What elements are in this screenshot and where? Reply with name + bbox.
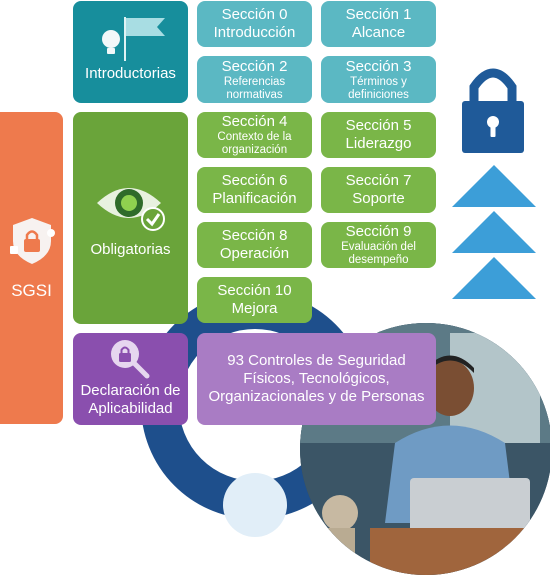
group-declaracion: Declaración de Aplicabilidad <box>73 333 188 425</box>
section-5-title: Sección 5 <box>345 117 412 134</box>
section-5-desc: Liderazgo <box>345 135 412 152</box>
section-9-desc-2: desempeño <box>348 254 409 266</box>
section-3: Sección 3 Términos y definiciones <box>321 56 436 103</box>
section-7-desc: Soporte <box>352 190 405 207</box>
section-2-desc-2: normativas <box>226 88 283 101</box>
section-4: Sección 4 Contexto de la organización <box>197 112 312 158</box>
section-6-desc: Planificación <box>212 190 297 207</box>
padlock-icon <box>462 68 524 153</box>
section-0: Sección 0 Introducción <box>197 1 312 47</box>
section-7: Sección 7 Soporte <box>321 167 436 213</box>
section-3-desc-2: definiciones <box>348 88 409 101</box>
section-1-title: Sección 1 <box>345 6 412 23</box>
magnifier-lock-icon <box>110 340 149 379</box>
section-3-desc-1: Términos y <box>350 75 407 88</box>
group-label-obligatorias: Obligatorias <box>90 241 171 258</box>
shield-lock-icon <box>9 218 55 264</box>
section-2-title: Sección 2 <box>221 57 288 75</box>
section-1-desc: Alcance <box>351 24 406 41</box>
sgsi-bar: SGSI <box>0 112 63 424</box>
group-introductorias: Introductorias <box>73 1 188 103</box>
group-label-introductorias: Introductorias <box>85 65 176 82</box>
section-8: Sección 8 Operación <box>197 222 312 268</box>
section-0-title: Sección 0 <box>221 6 288 23</box>
section-8-desc: Operación <box>219 245 290 262</box>
controls-box: 93 Controles de Seguridad Físicos, Tecno… <box>197 333 436 425</box>
section-10-title: Sección 10 <box>217 282 292 299</box>
section-4-title: Sección 4 <box>221 113 288 130</box>
triangle-1 <box>452 165 536 207</box>
eye-check-icon <box>96 188 165 231</box>
controls-line-2: Físicos, Tecnológicos, <box>243 370 390 387</box>
triangle-stack <box>452 165 536 299</box>
group-label-declaracion-2: Aplicabilidad <box>88 400 173 417</box>
section-5: Sección 5 Liderazgo <box>321 112 436 158</box>
section-1: Sección 1 Alcance <box>321 1 436 47</box>
section-9-title: Sección 9 <box>345 223 412 240</box>
section-0-desc: Introducción <box>213 24 296 41</box>
triangle-3 <box>452 257 536 299</box>
section-6-title: Sección 6 <box>221 172 288 189</box>
section-9: Sección 9 Evaluación del desempeño <box>321 222 436 268</box>
group-obligatorias: Obligatorias <box>73 112 188 324</box>
section-10: Sección 10 Mejora <box>197 277 312 323</box>
section-8-title: Sección 8 <box>221 227 288 244</box>
lightbulb-flag-icon <box>101 17 165 61</box>
section-2: Sección 2 Referencias normativas <box>197 56 312 103</box>
sgsi-label: SGSI <box>11 281 52 300</box>
group-label-declaracion-1: Declaración de <box>80 382 181 399</box>
section-7-title: Sección 7 <box>345 172 412 189</box>
section-10-desc: Mejora <box>231 300 278 317</box>
section-2-desc-1: Referencias <box>223 75 286 88</box>
controls-line-3: Organizacionales y de Personas <box>208 388 425 405</box>
section-3-title: Sección 3 <box>345 57 412 75</box>
section-6: Sección 6 Planificación <box>197 167 312 213</box>
section-4-desc-1: Contexto de la <box>217 131 292 143</box>
section-9-desc-1: Evaluación del <box>341 241 416 253</box>
triangle-2 <box>452 211 536 253</box>
controls-line-1: 93 Controles de Seguridad <box>227 352 406 369</box>
section-4-desc-2: organización <box>221 144 288 156</box>
